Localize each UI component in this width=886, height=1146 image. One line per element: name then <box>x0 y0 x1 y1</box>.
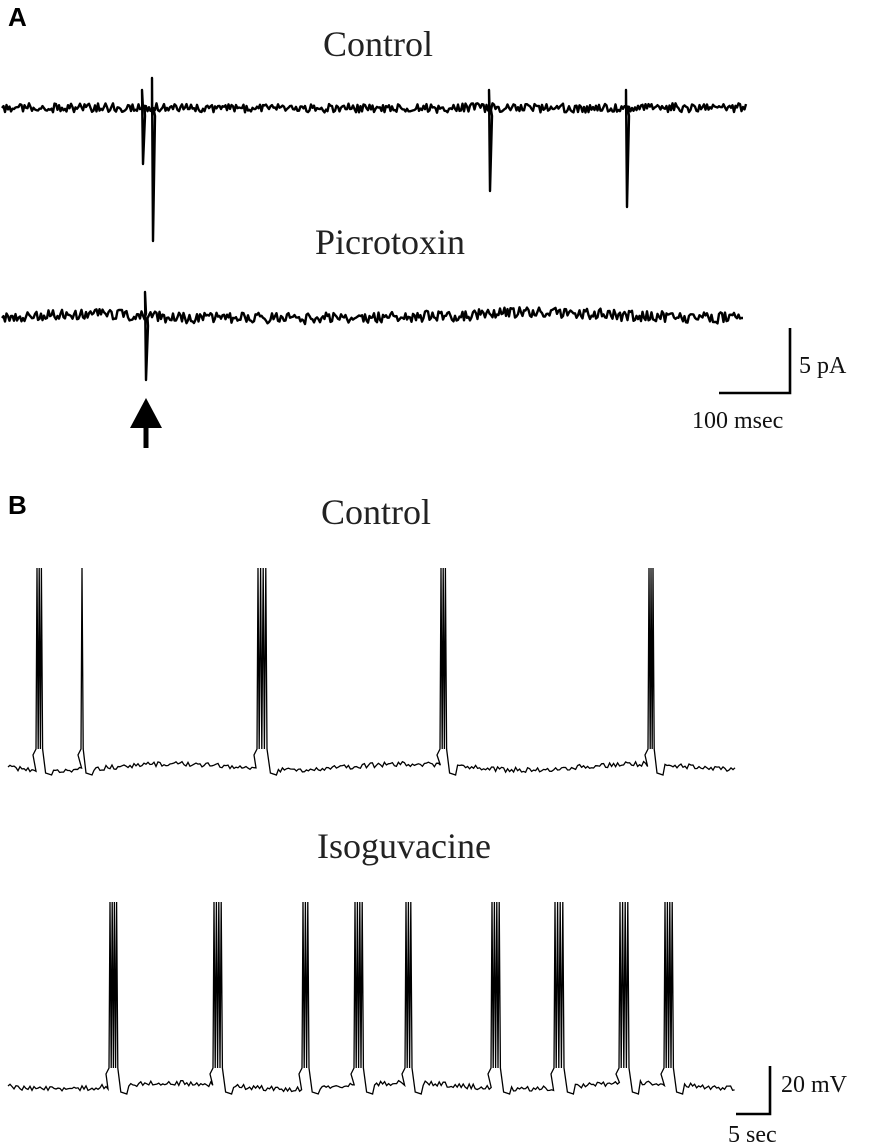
panel-a-control-trace <box>1 76 748 243</box>
arrow-marker <box>130 398 162 448</box>
panel-b-isoguvacine-title: Isoguvacine <box>317 826 491 866</box>
panel-b-scale-bar: 20 mV 5 sec <box>728 1066 848 1146</box>
panel-a-letter: A <box>8 2 27 32</box>
panel-b-letter: B <box>8 490 27 520</box>
panel-b: B Control Isoguvacine 20 mV 5 sec <box>7 490 848 1146</box>
panel-a-control-title: Control <box>323 24 433 64</box>
panel-a-scale-vertical-label: 5 pA <box>799 353 847 379</box>
panel-b-control-trace <box>7 567 736 776</box>
panel-b-scale-vertical-label: 20 mV <box>781 1072 848 1098</box>
panel-b-isoguvacine-trace <box>7 901 735 1095</box>
panel-b-scale-horizontal-label: 5 sec <box>728 1122 777 1146</box>
panel-a-picrotoxin-title: Picrotoxin <box>315 222 465 262</box>
panel-a: A Control Picrotoxin 5 pA 100 msec <box>1 2 847 448</box>
panel-a-scale-bar: 5 pA 100 msec <box>692 328 847 434</box>
panel-b-control-title: Control <box>321 492 431 532</box>
panel-a-scale-horizontal-label: 100 msec <box>692 408 783 434</box>
panel-a-picrotoxin-trace <box>1 290 743 382</box>
panel-b-scale-bar-lines <box>736 1066 772 1116</box>
arrow-head <box>130 398 162 428</box>
panel-a-scale-bar-lines <box>719 328 792 395</box>
